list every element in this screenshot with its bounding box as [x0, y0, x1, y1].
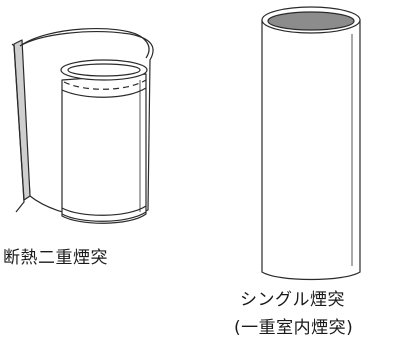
single-wall-note: (一重室内煙突)	[234, 318, 354, 338]
outer-shell-top-rim	[19, 27, 150, 59]
inner-pipe-top-rim-inner	[67, 63, 141, 77]
inner-pipe-bottom-rim	[61, 205, 147, 216]
inner-pipe-body	[61, 73, 147, 224]
single-wall-chimney-figure	[261, 6, 361, 281]
double-wall-chimney-figure	[11, 27, 154, 224]
coupling-ring	[63, 79, 147, 90]
single-wall-label: シングル煙突	[240, 290, 345, 310]
single-pipe-body	[261, 19, 361, 281]
double-wall-label: 断熱二重煙突	[3, 248, 108, 268]
inner-pipe-bottom-rim-2	[61, 211, 147, 222]
single-pipe-opening-inner	[267, 11, 355, 31]
coupling-ring-2	[61, 87, 147, 98]
outer-shell-cut-edge	[11, 43, 25, 213]
inner-pipe-top-rim	[60, 59, 148, 81]
